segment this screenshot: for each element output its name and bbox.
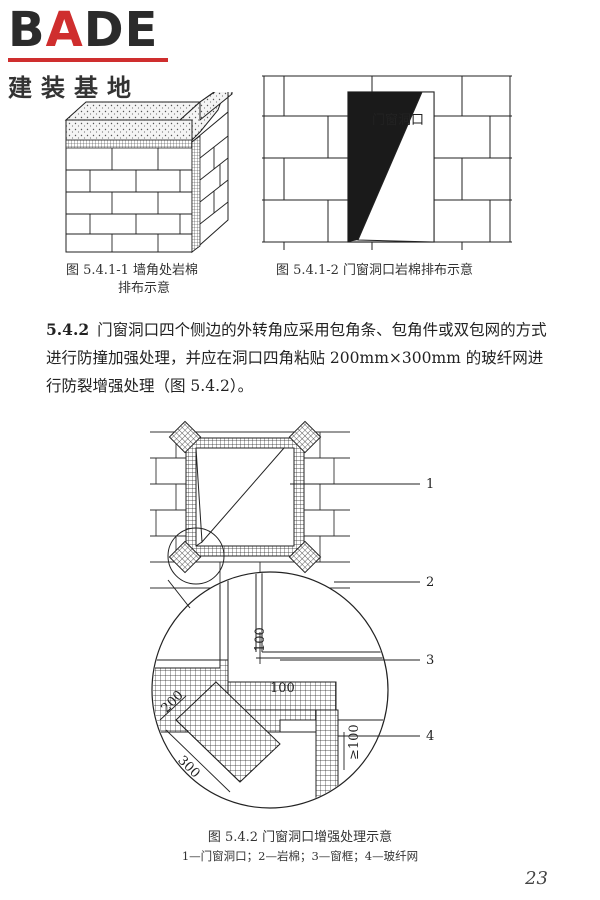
detail-marker-circle [167,527,225,585]
fig1-caption-line1: 图 5.4.1-1 墙角处岩棉 [66,263,199,278]
corner-side-bricks [199,135,229,225]
dim-ge-100: ≥100 [347,724,362,760]
corner-front-bricks [66,148,192,252]
dim-100-vertical: 100 [253,627,268,652]
fig3-legend: 1—门窗洞口；2—岩棉；3—窗框；4—玻纤网 [181,849,419,863]
corner-mesh-patches [168,420,322,574]
logo-underline [8,58,168,62]
figure-wall-corner [64,92,233,254]
callout-leaders [280,483,420,737]
fig2-caption: 图 5.4.1-2 门窗洞口岩棉排布示意 [276,263,474,278]
dim-100-horizontal: 100 [270,681,295,696]
logo-wordmark: BADE [8,2,159,58]
corner-top-slab-front [64,101,202,121]
logo-subtitle: 建装基地 [8,74,140,102]
opening-label: 门窗洞口 [372,112,424,128]
corner-front-face [65,141,193,253]
figure-opening-reinforcement: 200 300 100 100 ≥100 1 2 3 4 [150,420,434,809]
section-text: 门窗洞口四个侧边的外转角应采用包角条、包角件或双包网的方式进行防撞加强处理，并应… [46,321,547,395]
figure-window-opening-layout: 门窗洞口 [262,70,512,250]
fig1-caption-line2: 排布示意 [118,281,171,297]
section-number: 5.4.2 [46,320,90,339]
fig1-caption: 图 5.4.1-1 墙角处岩棉 排布示意 [66,262,198,298]
fig3-caption: 图 5.4.2 门窗洞口增强处理示意 [207,830,393,845]
callout-3: 3 [426,653,434,668]
dimension-lines [159,632,345,793]
callout-2: 2 [426,575,434,590]
opening-shaded-reveal [348,92,422,242]
callout-4: 4 [426,729,434,744]
callout-1: 1 [426,477,434,492]
page-number: 23 [525,868,548,889]
